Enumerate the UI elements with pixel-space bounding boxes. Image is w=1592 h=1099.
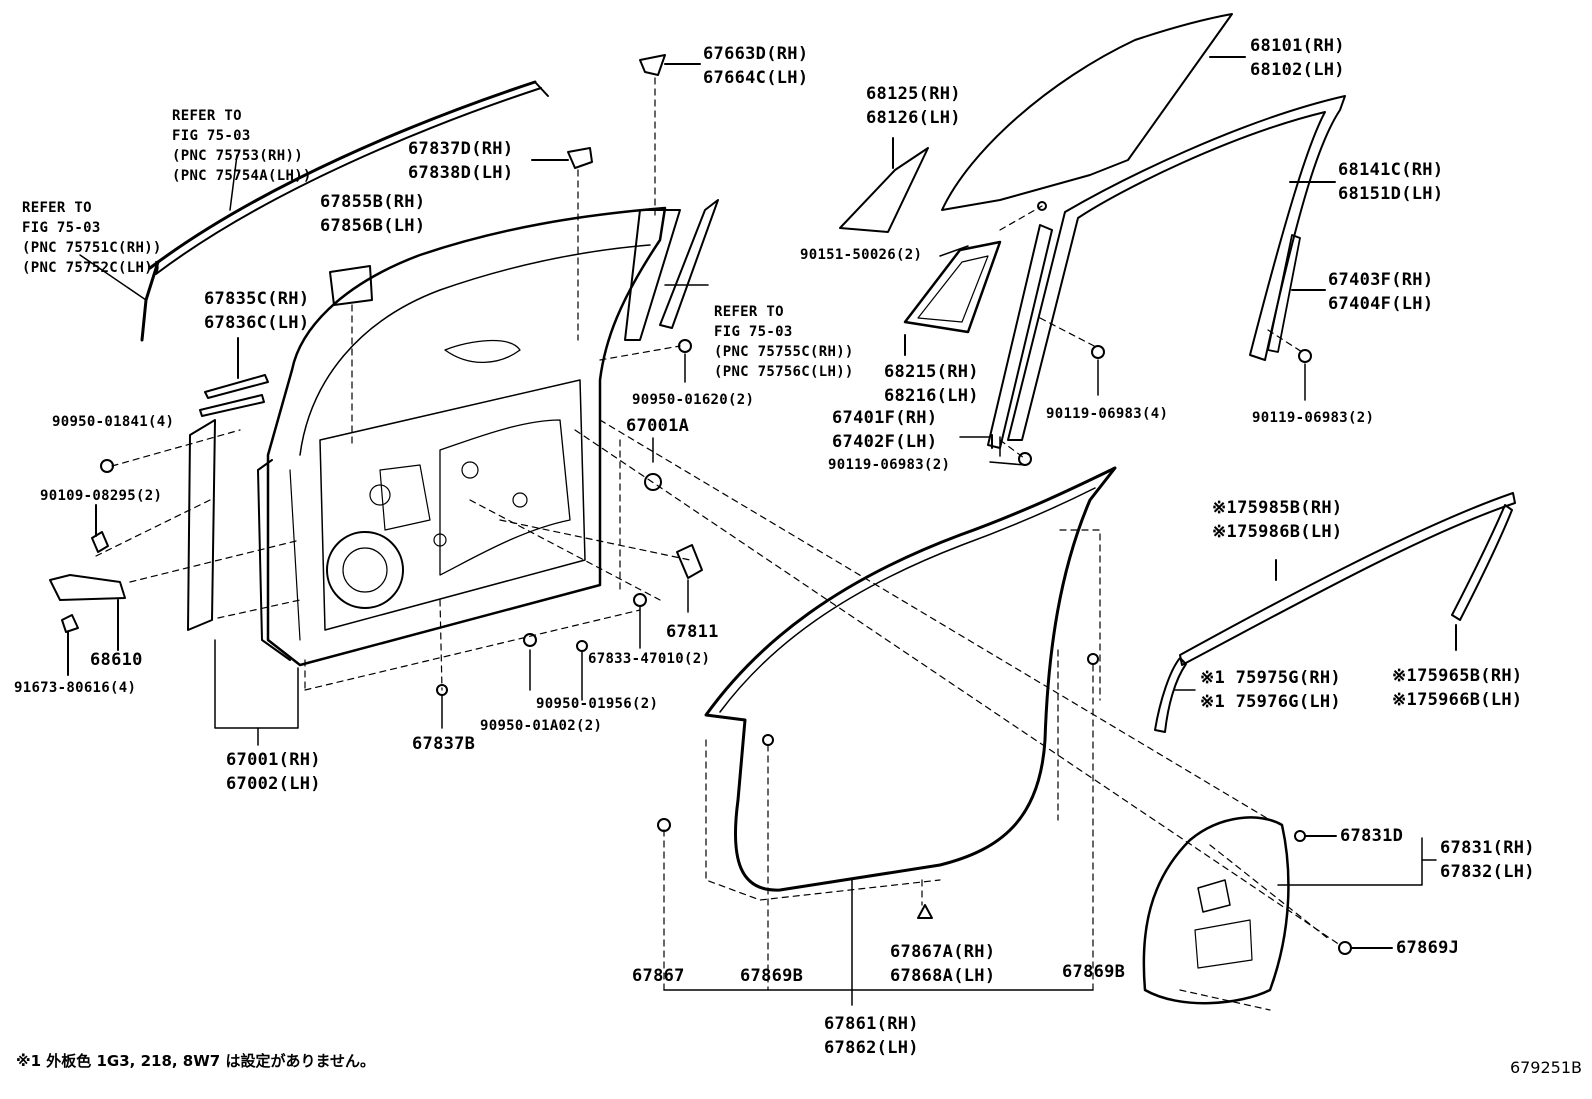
door-check-68610 (49, 574, 126, 651)
label-68610: 68610 (90, 650, 143, 670)
label-90950-01841: 90950-01841(4) (52, 414, 175, 430)
label-67835c: 67835C(RH)67836C(LH) (204, 289, 310, 333)
hinge-67837d (531, 147, 593, 169)
label-75975g: ※1 75975G(RH)※1 75976G(LH) (1200, 668, 1341, 712)
label-90950-01956: 90950-01956(2) (536, 696, 659, 712)
label-67001a: 67001A (626, 416, 690, 436)
label-67831: 67831(RH)67832(LH) (1440, 838, 1535, 882)
strip-small (199, 394, 265, 417)
figure-code: 679251B (1509, 1058, 1582, 1077)
clip-67663d (639, 54, 701, 76)
molding-75965 (1451, 504, 1513, 651)
label-90950-01620: 90950-01620(2) (632, 392, 755, 408)
label-90151-50026: 90151-50026(2) (800, 247, 923, 263)
clip-90950-01841 (100, 459, 114, 473)
label-67837d: 67837D(RH)67838D(LH) (408, 139, 514, 183)
label-67401f: 67401F(RH)67402F(LH) (832, 408, 938, 452)
label-67001-pair: 67001(RH)67002(LH) (226, 750, 321, 794)
label-67869b-right: 67869B (1062, 962, 1126, 982)
label-67831d: 67831D (1340, 826, 1404, 846)
label-90119-06983-c: 90119-06983(2) (1252, 410, 1375, 426)
weatherstrip-67861 (704, 466, 1117, 892)
door-outer-panel (187, 419, 216, 631)
door-window-frame (624, 199, 719, 341)
label-75985b: ※175985B(RH)※175986B(LH) (1212, 498, 1343, 542)
door-glass-68101 (941, 13, 1246, 211)
dashed-leaders (95, 77, 1341, 1011)
bolt-90109 (91, 504, 109, 553)
quarter-frame-68215 (903, 240, 1002, 356)
run-channel-68141 (1007, 95, 1346, 441)
division-bar-67401 (987, 224, 1053, 449)
small-clips (436, 201, 1312, 919)
label-67867: 67867 (632, 966, 685, 986)
label-67833-47010: 67833-47010(2) (588, 651, 711, 667)
label-67663d: 67663D(RH)67664C(LH) (703, 44, 809, 88)
label-90119-06983-b: 90119-06983(4) (1046, 406, 1169, 422)
label-67869j: 67869J (1396, 938, 1460, 958)
label-68141c: 68141C(RH)68151D(LH) (1338, 160, 1444, 204)
bolt-91673 (61, 614, 79, 676)
quarter-glass-68125 (839, 137, 929, 233)
label-67855b: 67855B(RH)67856B(LH) (320, 192, 426, 236)
strip-67835c (204, 337, 269, 399)
label-67811: 67811 (666, 622, 719, 642)
label-75965b: ※175965B(RH)※175966B(LH) (1392, 666, 1523, 710)
clip-67869j (1338, 941, 1393, 955)
label-67867a: 67867A(RH)67868A(LH) (890, 942, 996, 986)
door-shell (257, 206, 667, 667)
label-67861: 67861(RH)67862(LH) (824, 1014, 919, 1058)
label-90950-01a02: 90950-01A02(2) (480, 718, 603, 734)
label-68125: 68125(RH)68126(LH) (866, 84, 961, 128)
label-68215: 68215(RH)68216(LH) (884, 362, 979, 406)
clip-67831d (1294, 830, 1337, 842)
upper-molding-strip (148, 80, 549, 275)
label-67837b: 67837B (412, 734, 476, 754)
label-90119-06983-a: 90119-06983(2) (828, 457, 951, 473)
label-91673-80616: 91673-80616(4) (14, 680, 137, 696)
channel-67403 (1267, 234, 1326, 353)
label-68101: 68101(RH)68102(LH) (1250, 36, 1345, 80)
molding-75975 (1154, 657, 1187, 733)
belt-molding-75985 (1179, 492, 1516, 666)
label-67869b-left: 67869B (740, 966, 804, 986)
label-67403f: 67403F(RH)67404F(LH) (1328, 270, 1434, 314)
footnote: ※1 外板色 1G3, 218, 8W7 は設定がありません。 (16, 1052, 375, 1070)
label-90109-08295: 90109-08295(2) (40, 488, 163, 504)
solid-leaders (79, 154, 1437, 1006)
bracket-67855b (329, 265, 373, 306)
service-cover-67831 (1142, 816, 1290, 1005)
